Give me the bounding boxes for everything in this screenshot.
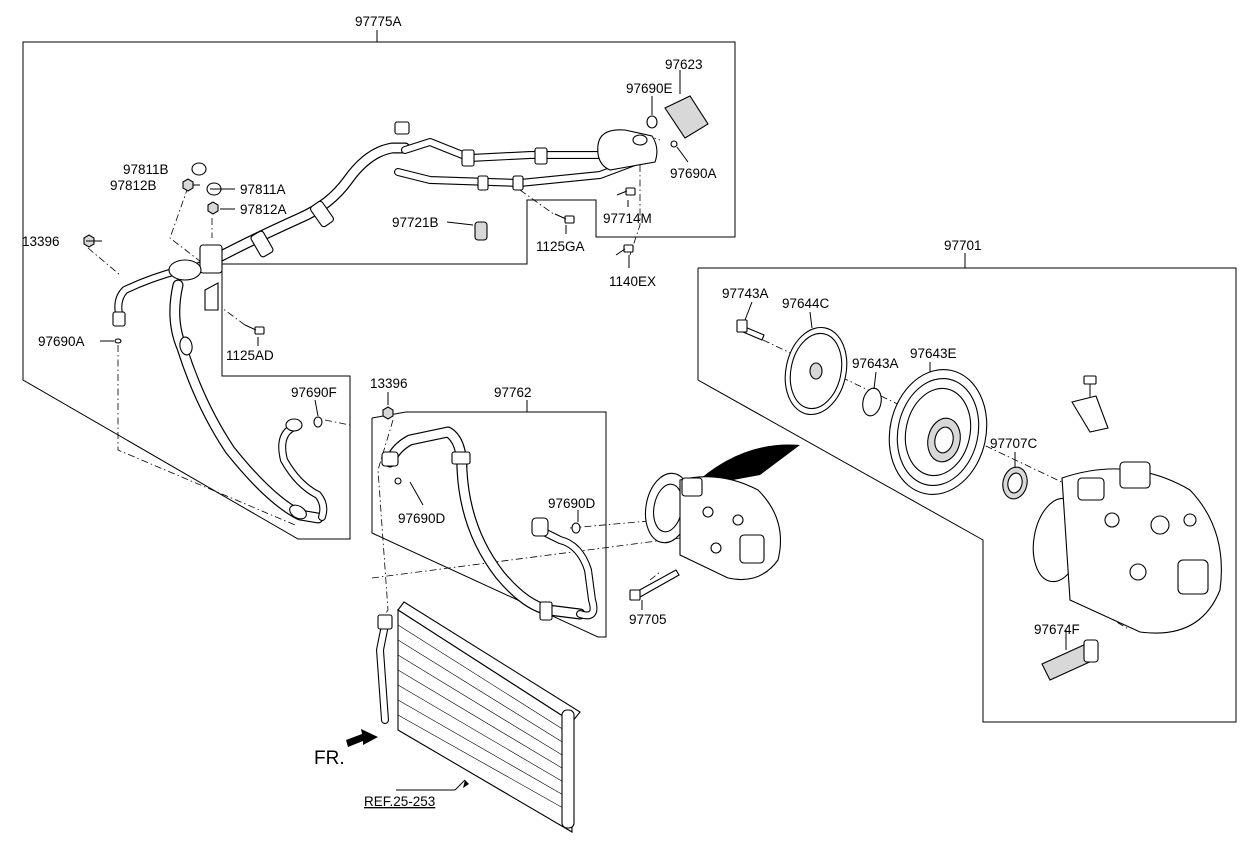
label-97811A: 97811A xyxy=(240,182,286,197)
label-97811B: 97811B xyxy=(123,162,169,177)
label-13396-left: 13396 xyxy=(22,234,60,249)
label-97775A: 97775A xyxy=(355,14,402,29)
boundary-97775A xyxy=(22,41,736,540)
label-97705: 97705 xyxy=(629,612,667,627)
label-97690D-right: 97690D xyxy=(548,496,596,511)
label-97812B: 97812B xyxy=(110,178,157,193)
label-97690A-left: 97690A xyxy=(38,334,85,349)
label-97812A: 97812A xyxy=(240,202,287,217)
label-97643E: 97643E xyxy=(910,346,957,361)
label-97721B: 97721B xyxy=(392,215,439,230)
ref-link-25-253[interactable]: REF.25-253 xyxy=(364,794,435,809)
boundary-97762 xyxy=(371,411,607,638)
front-arrow-icon xyxy=(346,729,378,747)
label-1125AD: 1125AD xyxy=(226,348,274,363)
label-97643A: 97643A xyxy=(852,356,899,371)
label-97714M: 97714M xyxy=(603,211,652,226)
label-97743A: 97743A xyxy=(722,286,769,301)
label-97762: 97762 xyxy=(494,385,532,400)
label-97623: 97623 xyxy=(665,57,703,72)
label-97690D-left: 97690D xyxy=(398,511,446,526)
label-13396-mid: 13396 xyxy=(370,376,408,391)
boundary-97701 xyxy=(697,267,1237,723)
label-1125GA: 1125GA xyxy=(536,239,585,254)
label-97690E: 97690E xyxy=(626,81,673,96)
label-97690F: 97690F xyxy=(291,385,337,400)
label-front: FR. xyxy=(314,748,345,769)
label-1140EX: 1140EX xyxy=(609,274,656,289)
label-97674F: 97674F xyxy=(1034,622,1080,637)
label-97690A-top: 97690A xyxy=(670,166,717,181)
compressor-exploded xyxy=(736,319,1222,681)
label-97701: 97701 xyxy=(944,238,982,253)
suction-hose-97762 xyxy=(381,426,598,621)
label-97644C: 97644C xyxy=(782,296,830,311)
callout-leaders xyxy=(86,70,1067,791)
discharge-hose-assembly xyxy=(112,95,709,524)
callout-labels: 97775A 97623 97690E 97690A 97811B 97812B… xyxy=(22,14,1080,809)
centerlines xyxy=(87,134,1131,631)
condenser xyxy=(376,601,581,833)
compressor-small xyxy=(629,444,800,601)
label-97707C: 97707C xyxy=(990,436,1038,451)
